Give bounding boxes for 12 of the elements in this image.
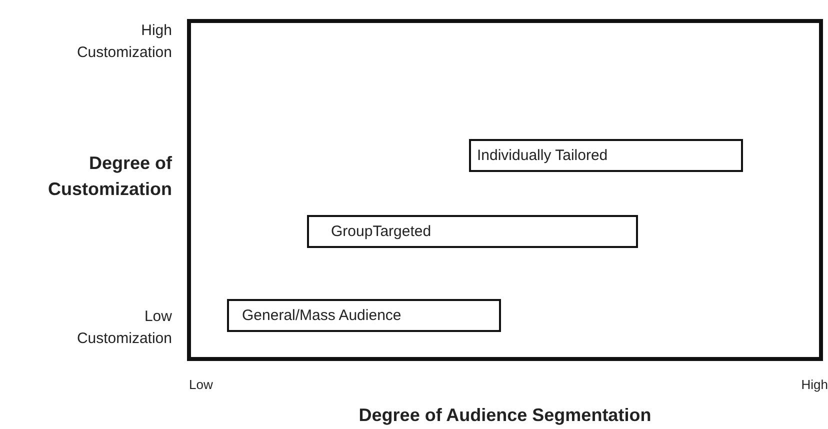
- level-box: [469, 139, 743, 172]
- level-box: [307, 215, 638, 248]
- level-label: GroupTargeted: [331, 223, 432, 240]
- axis-end-label: Low: [189, 376, 214, 394]
- axis-end-label: High: [800, 376, 828, 394]
- axis-end-label: Low Customization: [76, 307, 172, 349]
- level-box: [227, 299, 501, 332]
- axis-title: Degree of Customization: [47, 152, 172, 201]
- axis-title: Degree of Audience Segmentation: [358, 404, 652, 427]
- level-label: Individually Tailored: [477, 147, 608, 164]
- axis-end-label: High Customization: [76, 21, 172, 63]
- level-label: General/Mass Audience: [242, 307, 402, 324]
